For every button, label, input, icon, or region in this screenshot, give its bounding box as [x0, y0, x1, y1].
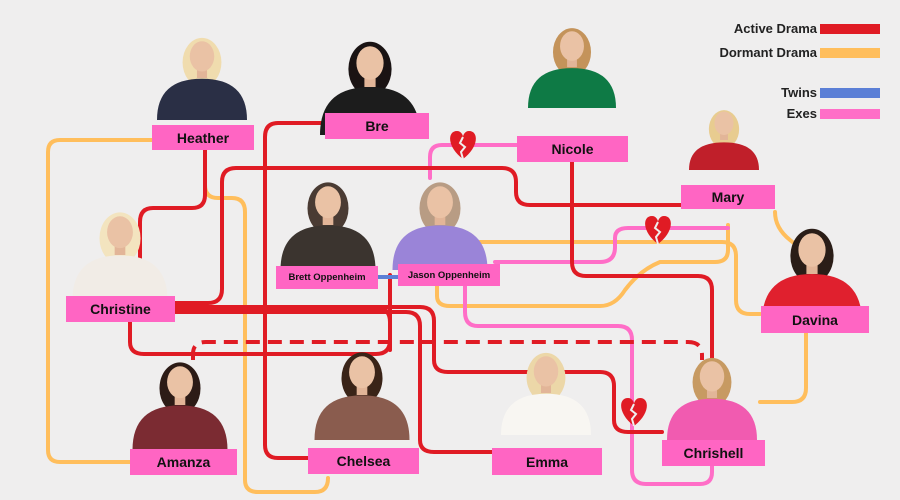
- legend-dormant-label: Dormant Drama: [719, 45, 817, 60]
- legend-exes-swatch: [820, 109, 880, 119]
- photo-brett: [280, 182, 376, 270]
- name-tag-bre: Bre: [325, 113, 429, 139]
- face-jason: [427, 186, 453, 219]
- name-tag-brett-oppenheim: Brett Oppenheim: [276, 266, 378, 289]
- name-tag-christine: Christine: [66, 296, 175, 322]
- dormant-heather-chelsea: [203, 148, 330, 494]
- torso-emma: [501, 393, 591, 435]
- face-chelsea: [349, 356, 375, 389]
- torso-christine: [72, 255, 168, 300]
- neck-heather: [196, 65, 208, 78]
- legend-twins-label: Twins: [781, 85, 817, 100]
- torso-nicole: [528, 68, 616, 108]
- name-tag-emma: Emma: [492, 448, 602, 475]
- face-mary: [714, 111, 734, 135]
- torso-chrishell: [667, 398, 757, 440]
- active-christine-nicole: [173, 166, 685, 305]
- photo-christine: [72, 212, 168, 300]
- neck-emma: [540, 380, 552, 393]
- legend-exes-label: Exes: [786, 106, 817, 121]
- exes-jason-mary: [493, 226, 730, 264]
- name-tag-davina: Davina: [761, 306, 869, 333]
- face-davina: [798, 233, 826, 267]
- name-tag-chelsea: Chelsea: [308, 448, 419, 474]
- photo-mary: [689, 110, 759, 170]
- legend-active-label: Active Drama: [733, 21, 817, 36]
- neck-jason: [434, 211, 446, 225]
- face-amanza: [167, 366, 193, 399]
- photo-jason: [392, 182, 488, 270]
- name-tag-nicole: Nicole: [517, 136, 628, 162]
- broken-heart-icon: [621, 398, 647, 427]
- name-tag-mary: Mary: [681, 185, 775, 209]
- face-heather: [189, 41, 215, 72]
- face-brett: [315, 186, 341, 219]
- legend-active-swatch: [820, 24, 880, 34]
- name-tag-chrishell: Chrishell: [662, 440, 765, 466]
- active-heather-christine: [138, 148, 207, 299]
- active-bre-chelsea: [263, 121, 327, 460]
- dormant-davina-chrishell: [758, 331, 808, 404]
- torso-amanza: [132, 405, 228, 450]
- active-amanza-chrishell-dashed: [191, 340, 704, 360]
- legend-twins-swatch: [820, 88, 880, 98]
- face-chrishell: [699, 361, 725, 392]
- name-tag-heather: Heather: [152, 125, 254, 150]
- exes-nicole-jason: [428, 143, 519, 180]
- torso-mary: [689, 142, 759, 170]
- dormant-jason-mary: [435, 223, 730, 308]
- active-christine-chrishell: [173, 305, 664, 434]
- dormant-heather-amanza: [46, 138, 154, 464]
- torso-heather: [157, 78, 247, 120]
- photo-heather: [157, 37, 247, 120]
- active-christine-emma: [173, 310, 494, 454]
- legend-dormant-swatch: [820, 48, 880, 58]
- photo-chrishell: [667, 357, 757, 440]
- torso-brett: [280, 225, 376, 270]
- broken-heart-icon: [645, 216, 671, 245]
- heart-crack: [653, 221, 662, 245]
- face-christine: [107, 216, 133, 249]
- torso-chelsea: [314, 395, 410, 440]
- dormant-mary-davina: [773, 210, 802, 250]
- face-emma: [533, 356, 559, 387]
- photo-amanza: [132, 362, 228, 450]
- neck-chrishell: [706, 385, 718, 398]
- active-christine-amanza: [128, 273, 392, 356]
- name-tag-amanza: Amanza: [130, 449, 237, 475]
- photo-chelsea: [314, 352, 410, 440]
- face-nicole: [560, 31, 584, 61]
- name-tag-jason-oppenheim: Jason Oppenheim: [398, 264, 500, 286]
- neck-christine: [114, 241, 126, 255]
- active-nicole-chrishell: [570, 158, 714, 442]
- heart-crack: [629, 403, 638, 427]
- dormant-jason-davina: [478, 240, 762, 316]
- photo-nicole: [528, 28, 616, 108]
- neck-bre: [364, 72, 376, 87]
- torso-jason: [392, 225, 488, 270]
- face-bre: [356, 46, 384, 80]
- photo-emma: [501, 352, 591, 435]
- heart-crack: [458, 136, 467, 160]
- broken-heart-icon: [450, 131, 476, 160]
- neck-brett: [322, 211, 334, 225]
